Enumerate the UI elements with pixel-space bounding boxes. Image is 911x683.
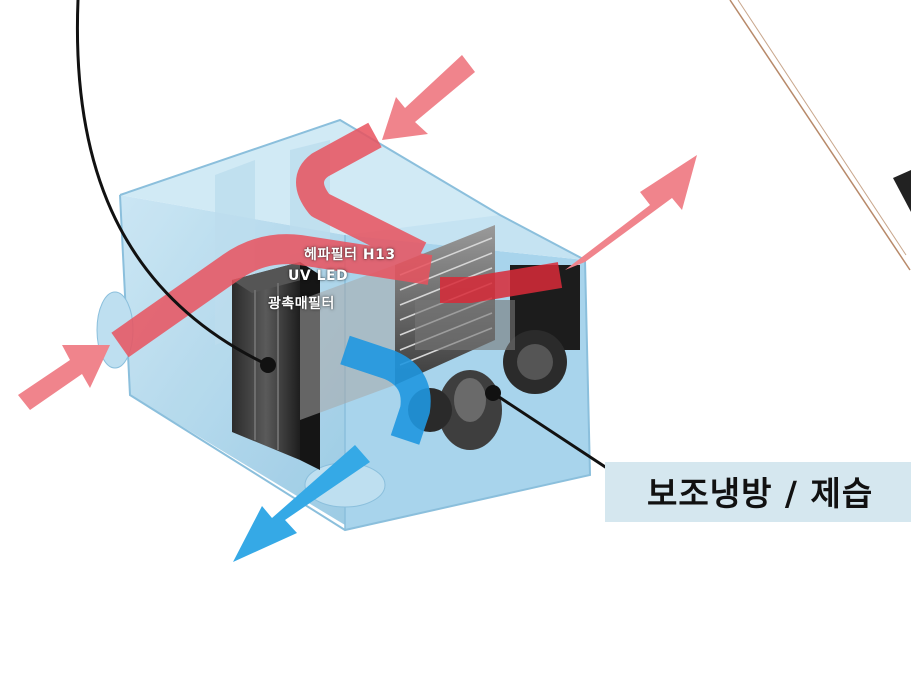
inlet-arrow-left xyxy=(18,345,110,410)
filter-leader-line xyxy=(75,0,276,373)
exhaust-arrow-right xyxy=(565,155,697,270)
filter-label-photocatalyst: 광촉매필터 xyxy=(268,296,335,312)
filter-label-hepa: 헤파필터 H13 xyxy=(304,247,396,263)
internal-warm-flow xyxy=(111,122,563,358)
callout-label: 보조냉방 / 제습 xyxy=(647,474,874,513)
background-cable xyxy=(729,0,911,271)
supply-arrow-blue xyxy=(233,445,370,562)
callout-background xyxy=(605,462,911,522)
filter-label-uv: UV LED xyxy=(288,268,349,284)
internal-cool-flow xyxy=(340,335,431,445)
inlet-arrow-top xyxy=(382,55,475,140)
